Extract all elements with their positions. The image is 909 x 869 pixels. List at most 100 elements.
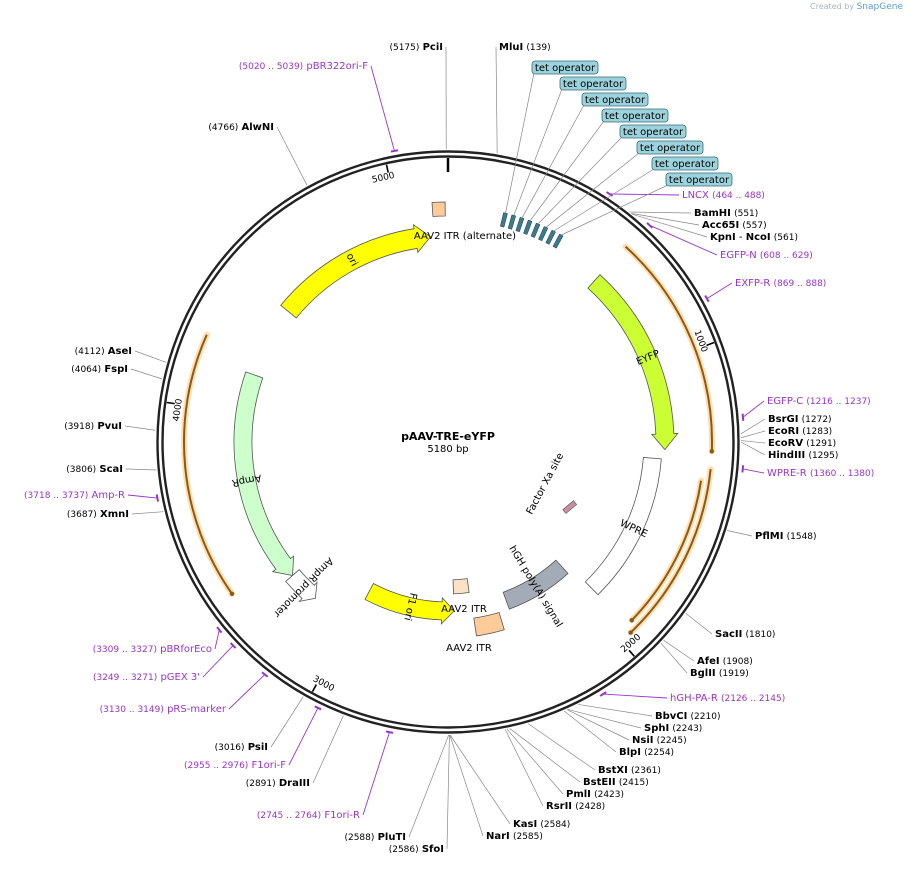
site-acc65i: Acc65I (557): [631, 213, 767, 231]
site-asei: (4112) AseI: [75, 346, 167, 363]
f1-ori-arrow: [364, 582, 455, 625]
aav2-itr-alternate-feature: AAV2 ITR (alternate): [414, 201, 516, 242]
site-name: FspI: [104, 364, 128, 375]
site-label: BstXI (2361): [598, 765, 661, 776]
factor-xa-feature: Factor Xa site: [525, 451, 578, 517]
primer-label: (5020 .. 5039) pBR322ori-F: [239, 61, 368, 72]
primer-binding-mark: [314, 705, 322, 711]
plasmid-size: 5180 bp: [427, 444, 468, 455]
site-coord: (1548): [787, 532, 817, 542]
site-ecorv: EcoRV (1291): [740, 438, 836, 449]
tick-label: 4000: [172, 398, 185, 422]
site-label: PmlI (2423): [566, 789, 624, 800]
eyfp-feature: EYFP: [587, 274, 679, 451]
site-leader: [629, 211, 692, 214]
primer-label: WPRE-R (1360 .. 1380): [767, 468, 874, 479]
site-name: MluI: [499, 42, 523, 53]
primer-leader: [742, 468, 765, 474]
credit-prefix: Created by: [810, 2, 855, 11]
site-label: BlpI (2254): [619, 747, 674, 758]
aav2-itr-feature: AAV2 ITR: [446, 612, 505, 654]
site-name: PluTI: [378, 832, 406, 843]
site-coord: (2586): [389, 845, 419, 855]
primer-amp-r: (3718 .. 3737) Amp-R: [24, 490, 160, 502]
tick-label: 2000: [619, 632, 643, 655]
site-label: (3806) ScaI: [66, 464, 123, 475]
site-kpni: KpnI - NcoI (561): [632, 213, 798, 243]
site-coord: (2415): [619, 778, 649, 788]
primer-leader: [362, 732, 390, 816]
site-name: PmlI: [566, 789, 591, 800]
factor-xa-label: Factor Xa site: [525, 451, 567, 516]
site-name: BamHI: [694, 208, 731, 219]
site-leader: [131, 511, 164, 515]
primer-label: (2955 .. 2976) F1ori-F: [184, 760, 286, 771]
tet-operator-box: [601, 108, 669, 123]
site-coord: (2245): [657, 736, 687, 746]
site-leader: [740, 441, 766, 456]
site-label: (4766) AlwNI: [208, 122, 274, 133]
site-pluti: (2588) PluTI: [344, 734, 450, 843]
primer-coord: (2955 .. 2976): [184, 761, 248, 771]
primer-coord: (608 .. 629): [760, 251, 813, 261]
site-leader: [727, 530, 753, 537]
site-afei: AfeI (1908): [663, 640, 753, 667]
site-coord: (2243): [672, 724, 702, 734]
primer-leader: [202, 645, 234, 678]
site-coord: (2361): [631, 766, 661, 776]
site-name: KpnI: [710, 232, 736, 243]
site-pvui: (3918) PvuI: [64, 421, 156, 432]
site-label: PflMI (1548): [755, 531, 817, 542]
site-coord: (4064): [71, 365, 101, 375]
site-pmli: PmlI (2423): [506, 728, 624, 800]
primer-pbr322ori-f: (5020 .. 5039) pBR322ori-F: [239, 61, 399, 153]
primer-coord: (3718 .. 3737): [24, 491, 88, 501]
site-coord: (1919): [719, 669, 749, 679]
primer-binding-mark: [646, 222, 653, 229]
primer-coord: (2745 .. 2764): [257, 811, 321, 821]
site-label: (4064) FspI: [71, 364, 128, 375]
tet-operator-leader: [537, 136, 623, 225]
tet-operator-leader: [529, 120, 605, 221]
site-bglii: BglII (1919): [660, 642, 749, 679]
primer-name: EXFP-R: [735, 278, 770, 289]
orf-arc: [183, 334, 233, 595]
site-leader: [663, 640, 695, 662]
site-leader: [270, 696, 304, 748]
site-mlui: MluI (139): [495, 42, 551, 154]
site-coord: (3806): [66, 465, 96, 475]
primer-leader: [742, 400, 765, 418]
site-name: XmnI: [100, 509, 129, 520]
site-label: MluI (139): [499, 42, 551, 53]
site-coord: (139): [526, 43, 550, 53]
tet-operator-box: [619, 124, 687, 139]
site-name: AseI: [108, 346, 132, 357]
orf-arc: [629, 469, 712, 634]
primer-binding-mark: [704, 294, 710, 303]
site-coord: (1283): [802, 427, 832, 437]
site-coord: (2585): [513, 832, 543, 842]
tet-operator-label: tet operator: [655, 159, 716, 170]
site-pcii: (5175) PciI: [389, 42, 447, 150]
site-label: AfeI (1908): [697, 656, 753, 667]
primer-label: EGFP-C (1216 .. 1237): [767, 396, 871, 407]
site-blpi: BlpI (2254): [563, 710, 674, 758]
site-coord: (2210): [691, 712, 721, 722]
primer-binding-mark: [741, 465, 745, 473]
primer-name: hGH-PA-R: [670, 693, 718, 704]
primer-coord: (3130 .. 3149): [100, 705, 164, 715]
orf-arrowhead: [629, 618, 634, 623]
tick-mark: [385, 164, 389, 173]
site-coord: (2891): [246, 779, 276, 789]
site-leader: [124, 425, 156, 431]
site-leader: [449, 734, 484, 837]
site-coord: (3687): [67, 510, 97, 520]
tet-operator-leader: [521, 104, 585, 219]
ampr-label: AmpR: [231, 472, 262, 488]
site-name: EcoRI: [768, 426, 799, 437]
primer-label: EGFP-N (608 .. 629): [720, 250, 813, 261]
primer-binding-mark: [385, 730, 394, 734]
primer-leader: [706, 282, 733, 299]
site-leader: [134, 350, 167, 363]
